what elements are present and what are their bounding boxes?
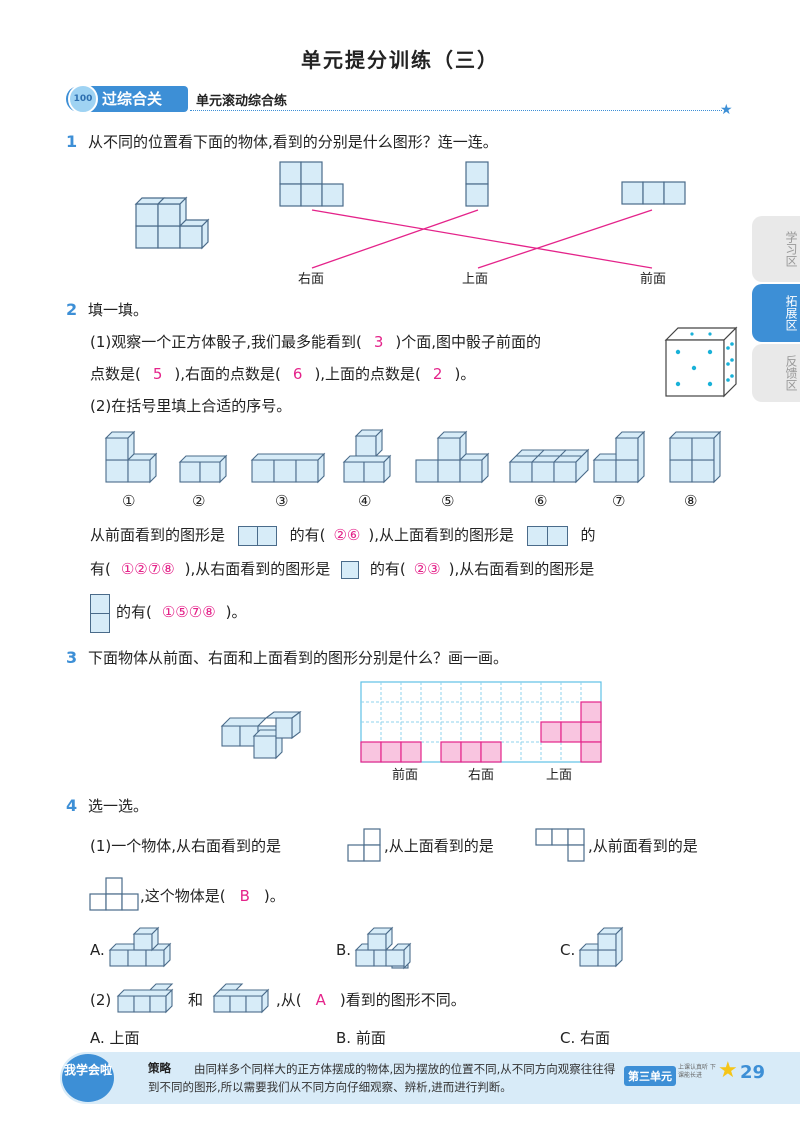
q4-front-view-icon bbox=[89, 877, 139, 911]
star-icon: ★ bbox=[720, 102, 733, 118]
answer-right-single[interactable]: ②③ bbox=[413, 560, 441, 578]
q4-part2-prefix: (2) bbox=[90, 991, 112, 1009]
icon-two-squares-vertical bbox=[90, 594, 110, 634]
q4-right-view-icon bbox=[347, 828, 381, 862]
answer-object[interactable]: B bbox=[239, 887, 250, 905]
mascot-star-icon: ★ bbox=[718, 1058, 738, 1083]
footer-strategy-text: 由同样多个同样大的正方体摆成的物体,因为摆放的位置不同,从不同方向观察往往得到不… bbox=[148, 1062, 616, 1094]
q4-part2-shape-1 bbox=[116, 983, 174, 1014]
q1-text: 从不同的位置看下面的物体,看到的分别是什么图形？连一连。 bbox=[88, 133, 498, 151]
section-subtitle: 单元滚动综合练 bbox=[196, 94, 288, 109]
q2-shapes bbox=[104, 428, 722, 484]
dice-image bbox=[664, 326, 738, 398]
q1-connecting-lines bbox=[311, 209, 653, 269]
answer-front-two[interactable]: ②⑥ bbox=[333, 526, 361, 544]
q4-number: 4 bbox=[66, 796, 78, 815]
q4-opt-b-shape[interactable] bbox=[354, 924, 424, 970]
q1-label-top: 上面 bbox=[462, 272, 489, 287]
q4-opt2-c[interactable]: C. 右面 bbox=[560, 1029, 611, 1047]
q4-part1-line2: ,这个物体是(B)。 bbox=[140, 887, 285, 905]
icon-two-squares-top bbox=[526, 525, 548, 546]
q4-part1-end: ,从前面看到的是 bbox=[588, 837, 698, 855]
footer-badge: 我学会啦 bbox=[62, 1054, 114, 1102]
q4-opt-b-label[interactable]: B. bbox=[336, 941, 352, 959]
q4-opt2-a[interactable]: A. 上面 bbox=[90, 1029, 140, 1047]
q4-opt-c-shape[interactable] bbox=[578, 924, 628, 968]
footer-bar bbox=[60, 1052, 800, 1104]
q4-part2-and: 和 bbox=[188, 991, 204, 1009]
q3-drawing-grid[interactable] bbox=[360, 681, 603, 764]
q4-text: 选一选。 bbox=[88, 797, 149, 815]
answer-right-two[interactable]: ①⑤⑦⑧ bbox=[161, 603, 216, 621]
q4-opt-a-shape[interactable] bbox=[108, 924, 178, 968]
q1-object bbox=[134, 196, 210, 250]
q4-opt-a-label[interactable]: A. bbox=[90, 941, 105, 959]
q1-view-row bbox=[621, 181, 686, 205]
q2-number: 2 bbox=[66, 300, 78, 319]
q2-fill-line3: 的有(①⑤⑦⑧)。 bbox=[116, 603, 247, 621]
q2-fill-line2: 有(①②⑦⑧),从右面看到的图形是 的有(②③),从右面看到的图形是 bbox=[90, 560, 595, 579]
q3-number: 3 bbox=[66, 648, 78, 667]
q3-object bbox=[220, 710, 302, 760]
q2-part1-line1: (1)观察一个正方体骰子,我们最多能看到(3)个面,图中骰子前面的 bbox=[90, 333, 542, 351]
q1-label-right: 右面 bbox=[298, 272, 325, 287]
q2-part2-text: (2)在括号里填上合适的序号。 bbox=[90, 397, 292, 415]
q2-part1-line2: 点数是(5),右面的点数是(6),上面的点数是(2)。 bbox=[90, 365, 476, 383]
footer-motto: 上课认真听 下课能长进 bbox=[678, 1064, 716, 1079]
page-number: 29 bbox=[740, 1062, 766, 1083]
q4-part1-line1: (1)一个物体,从右面看到的是 bbox=[90, 837, 282, 855]
q4-top-view-icon bbox=[535, 828, 585, 862]
icon-single-square bbox=[341, 560, 360, 579]
banner-divider bbox=[190, 110, 722, 111]
answer-direction[interactable]: A bbox=[315, 991, 326, 1009]
q4-opt-c-label[interactable]: C. bbox=[560, 941, 576, 959]
side-tab-feedback[interactable]: 反馈区 bbox=[752, 344, 800, 402]
answer-top-dots[interactable]: 2 bbox=[432, 365, 443, 383]
q2-fill-line1: 从前面看到的图形是 的有(②⑥),从上面看到的图形是 的 bbox=[90, 525, 596, 546]
footer-strategy-label: 策略 bbox=[148, 1061, 171, 1075]
side-tab-extend[interactable]: 拓展区 bbox=[752, 284, 800, 342]
answer-front-dots[interactable]: 5 bbox=[152, 365, 163, 383]
q3-label-right: 右面 bbox=[468, 768, 495, 783]
footer-unit: 第三单元 bbox=[624, 1066, 676, 1086]
q2-shape-labels: ① ② ③ ④ ⑤ ⑥ ⑦ ⑧ bbox=[122, 492, 698, 510]
q1-label-front: 前面 bbox=[640, 272, 667, 287]
q2-text: 填一填。 bbox=[88, 301, 149, 319]
answer-faces[interactable]: 3 bbox=[373, 333, 384, 351]
answer-top-two[interactable]: ①②⑦⑧ bbox=[120, 560, 175, 578]
q1-view-vertical bbox=[465, 161, 489, 207]
q3-label-top: 上面 bbox=[546, 768, 573, 783]
q3-label-front: 前面 bbox=[392, 768, 419, 783]
q1-number: 1 bbox=[66, 132, 78, 151]
q4-opt2-b[interactable]: B. 前面 bbox=[336, 1029, 386, 1047]
page-title: 单元提分训练（三） bbox=[301, 48, 499, 72]
q4-part2-shape-2 bbox=[212, 983, 270, 1014]
q4-part2-text: ,从(A)看到的图形不同。 bbox=[276, 991, 466, 1009]
q4-part1-mid: ,从上面看到的是 bbox=[384, 837, 494, 855]
badge-100-icon: 100 bbox=[68, 84, 98, 114]
q3-text: 下面物体从前面、右面和上面看到的图形分别是什么？画一画。 bbox=[88, 649, 509, 667]
q1-view-l-shape bbox=[279, 161, 344, 207]
icon-two-squares-horizontal bbox=[237, 525, 258, 546]
side-tab-study[interactable]: 学习区 bbox=[752, 216, 800, 282]
answer-right-dots[interactable]: 6 bbox=[292, 365, 303, 383]
